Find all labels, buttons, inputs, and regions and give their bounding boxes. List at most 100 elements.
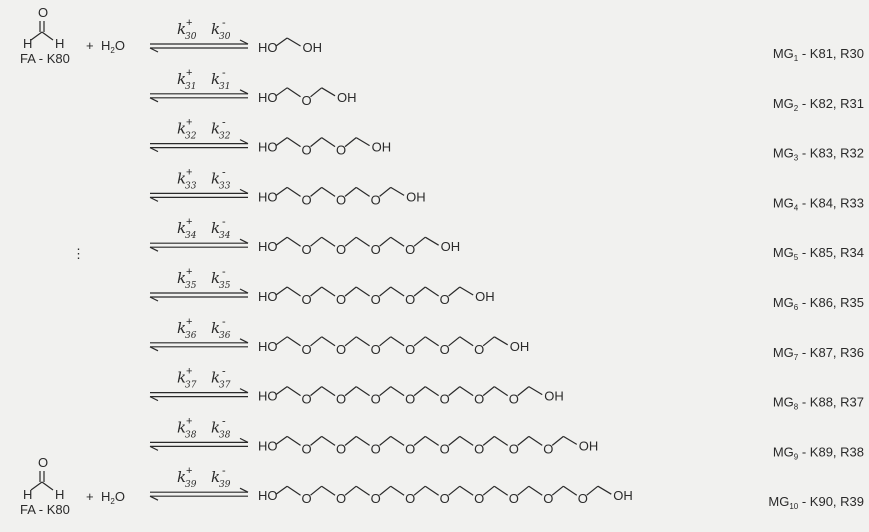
k-backward: k	[211, 169, 220, 187]
k-forward: k	[177, 20, 186, 38]
chain-bond	[586, 485, 599, 496]
water-top: H2O	[101, 38, 125, 55]
chain-bond	[390, 186, 405, 196]
chain-bond	[459, 286, 474, 296]
chain-bond	[390, 435, 405, 446]
forward-arrowhead	[239, 89, 249, 95]
chain-oxygen: O	[302, 93, 312, 108]
chain-oxygen: O	[405, 392, 415, 407]
chain-oxygen: O	[371, 491, 381, 506]
k-backward-index: 38	[219, 430, 231, 440]
backward-arrowhead	[149, 445, 159, 451]
chain-bond	[459, 386, 474, 397]
chain-bond	[355, 286, 370, 297]
chain-bond	[459, 435, 474, 446]
k-backward-index: 37	[219, 381, 231, 391]
plus-sign-bottom: +	[86, 489, 94, 504]
chain-bond	[310, 236, 323, 247]
carbonyl-oxygen: O	[38, 5, 48, 20]
chain-oxygen: O	[543, 441, 553, 456]
k-backward-sign: -	[222, 266, 226, 278]
k-backward-sign: -	[222, 216, 226, 228]
product-oh: OH	[337, 90, 357, 105]
chain-oxygen: O	[474, 392, 484, 407]
k-backward-sign: -	[222, 117, 226, 129]
chain-oxygen: O	[371, 192, 381, 207]
k-forward-sign: +	[186, 266, 192, 278]
chain-bond	[448, 435, 461, 446]
chain-bond	[321, 485, 336, 496]
chain-oxygen: O	[302, 441, 312, 456]
k-backward-index: 39	[219, 480, 231, 490]
backward-arrowhead	[149, 495, 159, 501]
product-oh: OH	[613, 488, 633, 503]
chain-bond	[528, 435, 543, 446]
chain-bond	[459, 336, 474, 347]
plus-sign-top: +	[86, 38, 94, 53]
chain-bond	[517, 435, 530, 446]
chain-bond	[310, 435, 323, 446]
chain-oxygen: O	[509, 441, 519, 456]
chain-bond	[379, 386, 392, 397]
chain-bond	[286, 336, 301, 347]
product-oh: OH	[544, 389, 564, 404]
bond-h-right	[41, 481, 54, 491]
chain-bond	[344, 336, 357, 347]
forward-arrowhead	[239, 39, 249, 45]
product-ho: HO	[258, 339, 278, 354]
chain-oxygen: O	[440, 292, 450, 307]
chain-bond	[379, 435, 392, 446]
chain-bond	[344, 435, 357, 446]
k-forward: k	[177, 269, 186, 287]
k-forward-index: 30	[185, 32, 197, 42]
chain-bond	[344, 137, 357, 148]
backward-arrowhead	[149, 147, 159, 153]
chain-bond	[448, 336, 461, 347]
hydrogen-right: H	[55, 36, 64, 51]
chain-bond	[286, 485, 301, 496]
k-forward: k	[177, 468, 186, 486]
chain-oxygen: O	[578, 491, 588, 506]
backward-arrowhead	[149, 97, 159, 103]
chain-bond	[413, 236, 426, 247]
product-ho: HO	[258, 189, 278, 204]
product-oh: OH	[475, 289, 495, 304]
chain-oxygen: O	[405, 342, 415, 357]
chain-oxygen: O	[405, 242, 415, 257]
k-forward-sign: +	[186, 216, 192, 228]
chain-bond	[286, 286, 301, 297]
k-forward-index: 31	[185, 82, 196, 92]
k-forward-sign: +	[186, 117, 192, 129]
formaldehyde-bottom: O H H FA - K80	[20, 455, 70, 517]
k-forward: k	[177, 369, 186, 387]
chain-bond	[424, 485, 439, 496]
product-oh: OH	[441, 239, 461, 254]
chain-bond	[493, 435, 509, 446]
backward-arrowhead	[149, 346, 159, 352]
chain-bond	[494, 336, 509, 346]
k-forward-sign: +	[186, 465, 192, 477]
row-label: MG6 - K86, R35	[773, 295, 864, 312]
chain-bond	[310, 87, 323, 98]
chain-bond	[390, 286, 405, 297]
forward-arrowhead	[239, 139, 249, 145]
forward-arrowhead	[239, 487, 249, 493]
chain-bond	[563, 485, 578, 496]
chain-bond	[482, 485, 495, 496]
k-backward: k	[211, 120, 220, 138]
k-backward: k	[211, 468, 220, 486]
chain-bond	[390, 485, 405, 496]
chain-oxygen: O	[405, 292, 415, 307]
k-forward-sign: +	[186, 166, 192, 178]
chain-bond	[493, 485, 509, 496]
chain-bond	[482, 336, 495, 347]
chain-bond	[321, 236, 336, 247]
k-forward-index: 36	[185, 331, 197, 341]
backward-arrowhead	[149, 196, 159, 202]
